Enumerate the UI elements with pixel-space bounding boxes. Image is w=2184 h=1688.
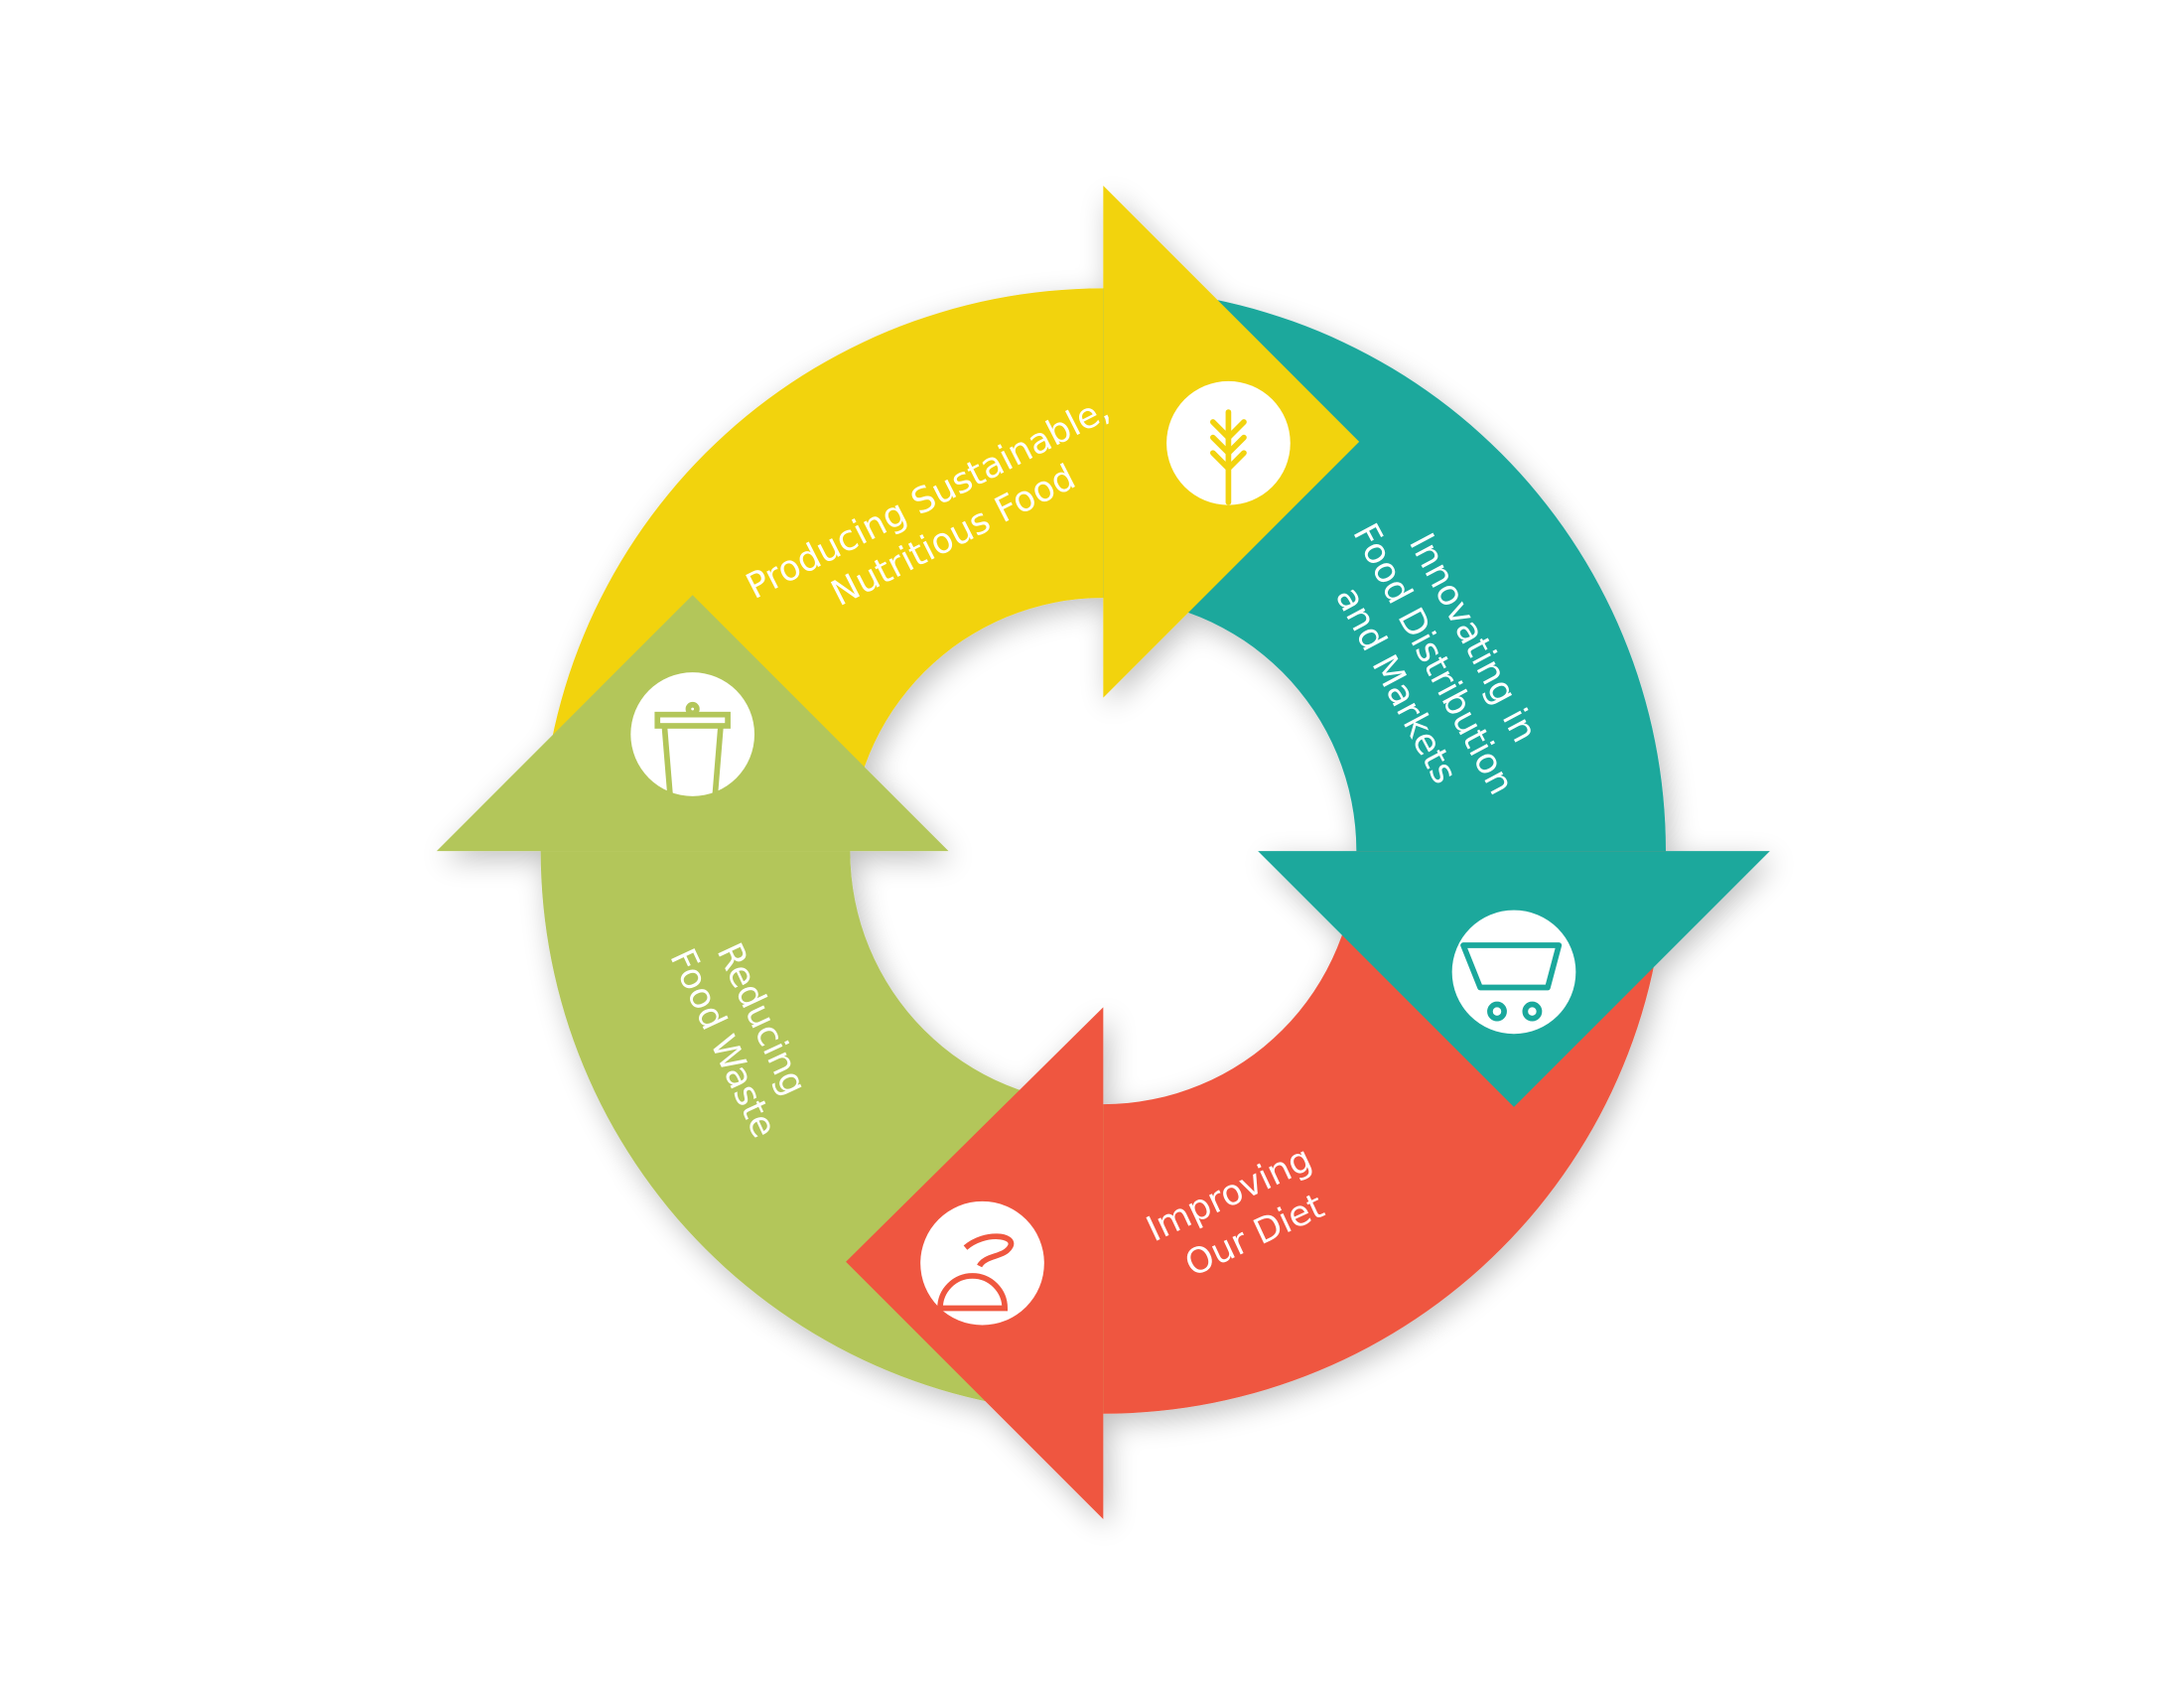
apple-icon [920, 1200, 1044, 1326]
wheat-icon [1166, 380, 1291, 505]
trash-bin-icon [630, 672, 754, 796]
shopping-cart-icon [1451, 910, 1576, 1035]
